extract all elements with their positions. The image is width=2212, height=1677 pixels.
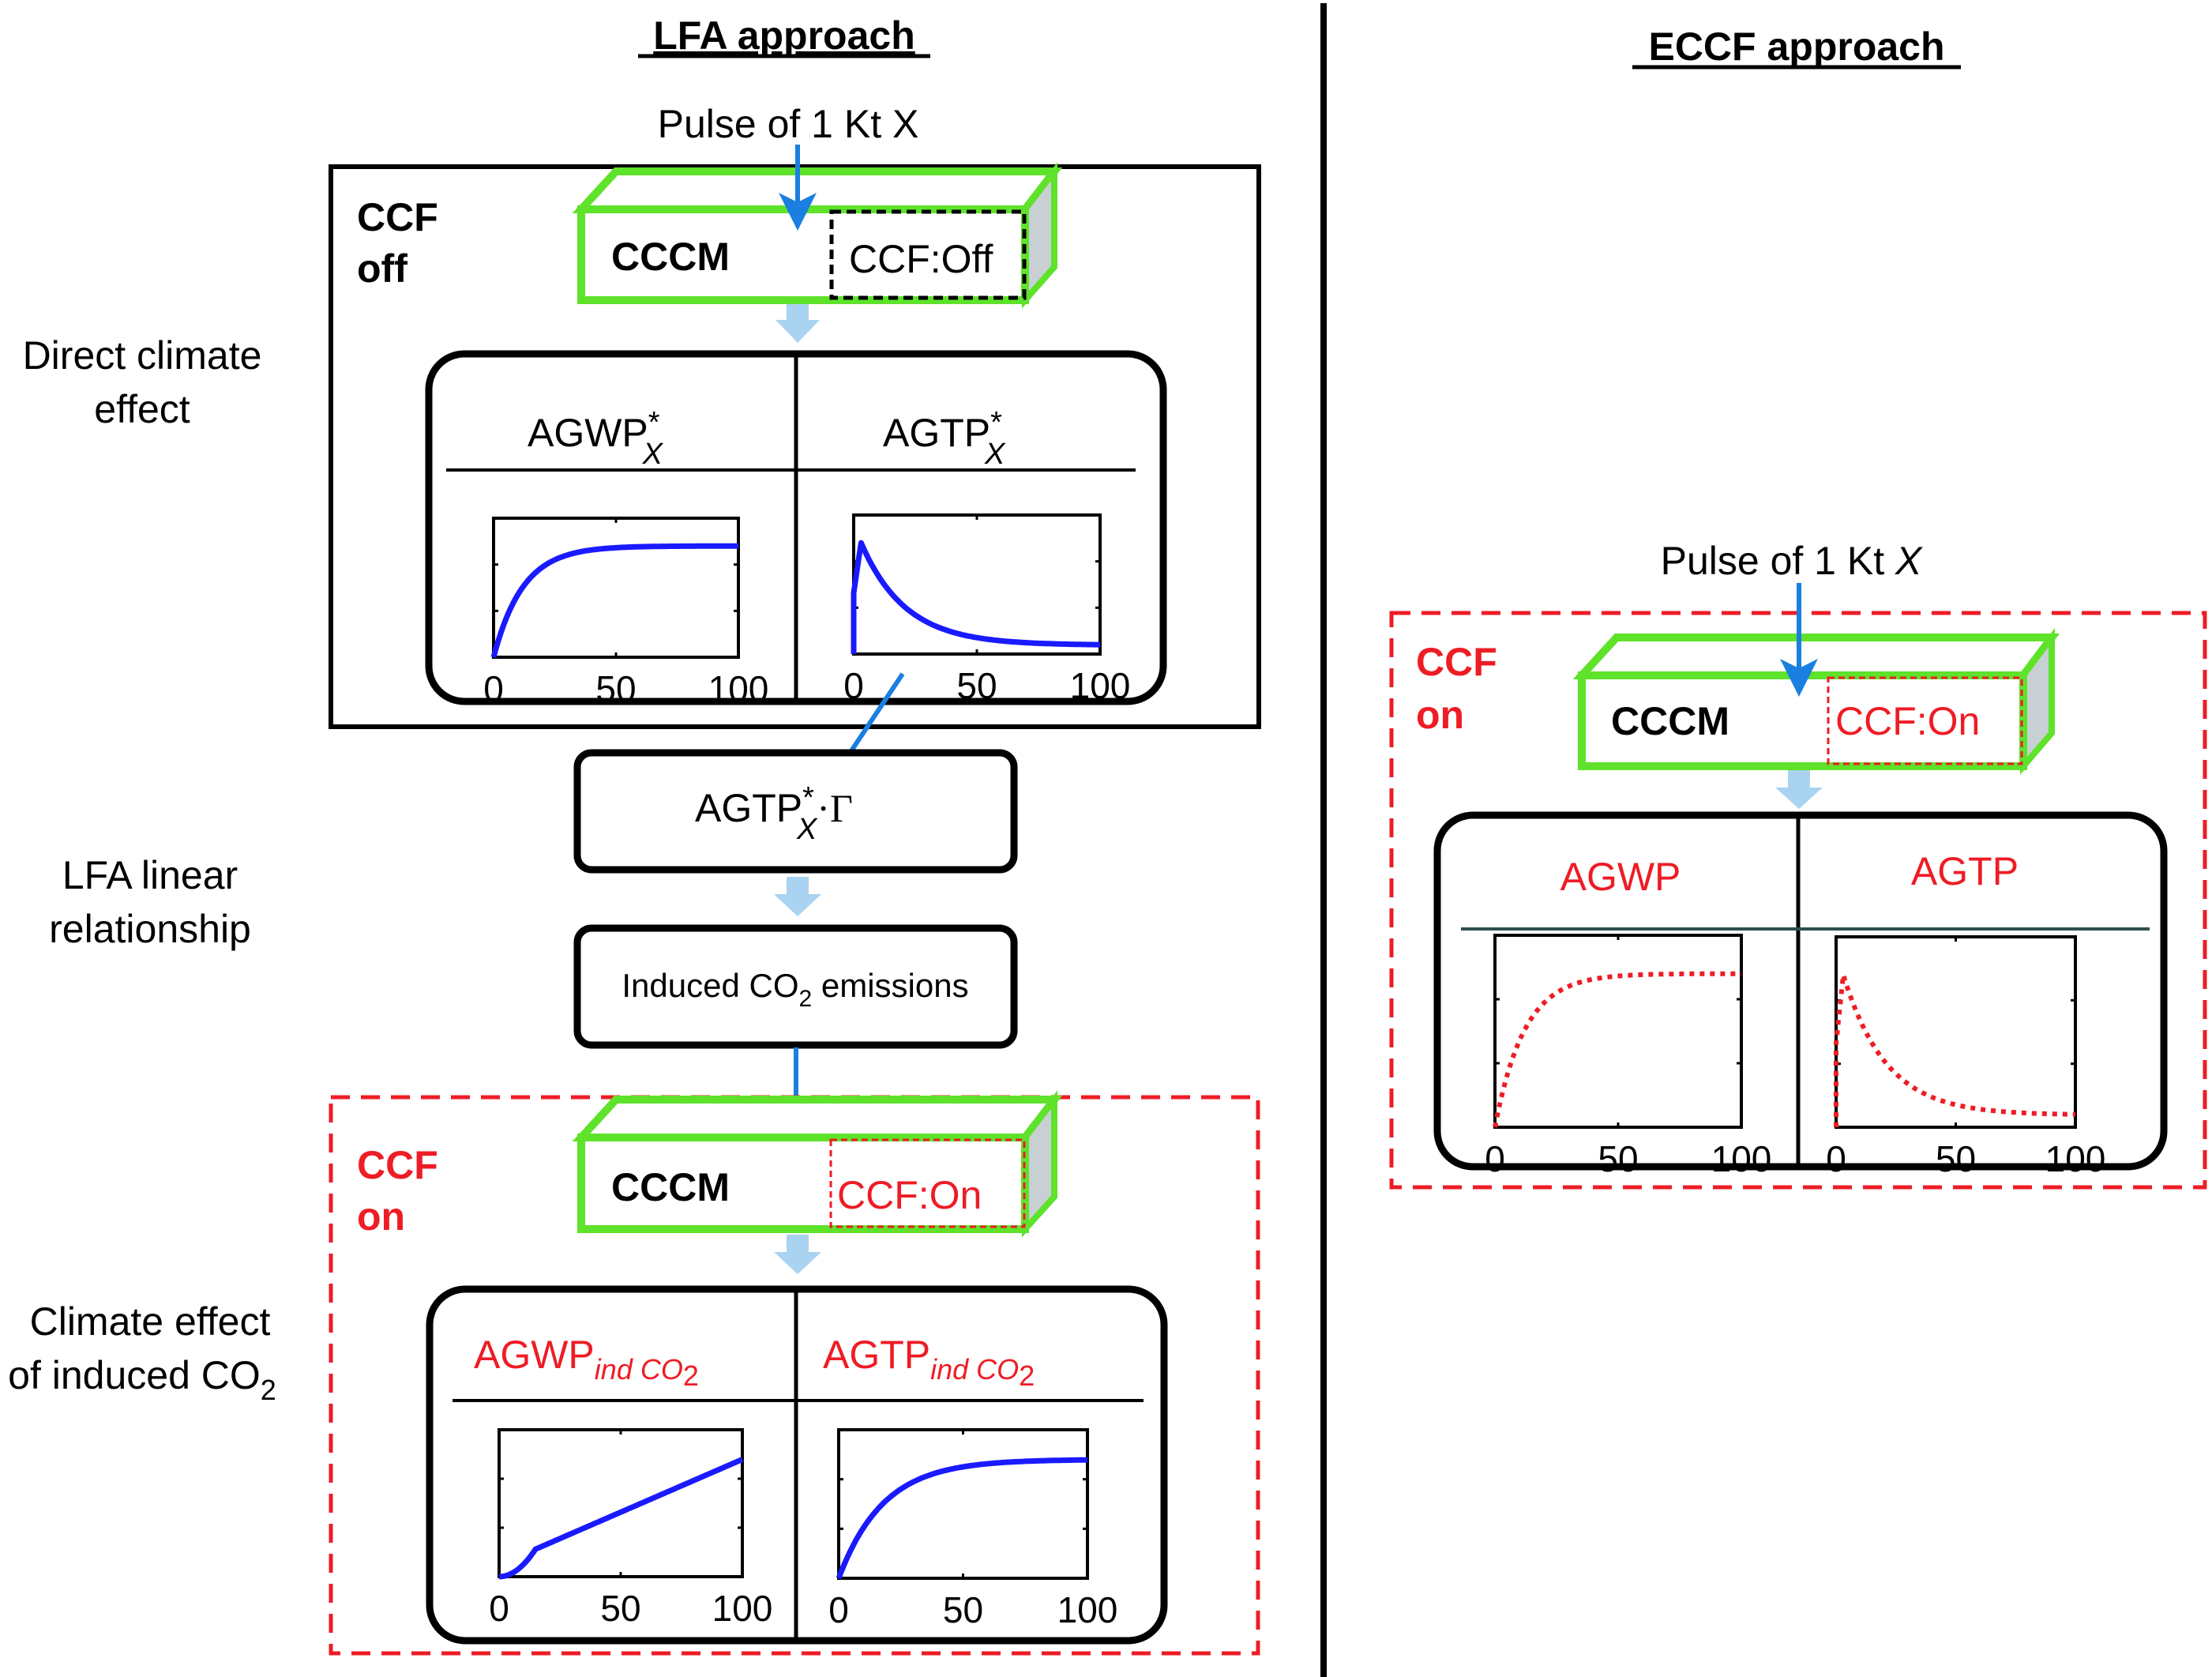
plot-frame	[498, 1428, 744, 1578]
induced-effect-chart-panel: AGWPind CO2 AGTPind CO2 0 50 100 0 50 100	[426, 1285, 1168, 1645]
direct-climate-effect-label-2: effect	[94, 387, 190, 431]
lfa-pulse-label: Pulse of 1 Kt X	[658, 102, 919, 146]
eccf-agtp-plot: 0 50 100	[1826, 935, 2106, 1179]
eccf-pulse-label: Pulse of 1 Kt X	[1661, 539, 1923, 583]
x-tick-label: 100	[1057, 1589, 1118, 1630]
cccm-label: CCCM	[1611, 699, 1729, 743]
ccf-off-state-label-2: off	[357, 246, 407, 291]
cccm-label: CCCM	[611, 235, 730, 279]
plot-frame	[837, 1428, 1089, 1580]
x-tick-label: 0	[828, 1589, 849, 1630]
x-tick-label: 100	[712, 1588, 773, 1629]
lfa-linear-label: LFA linear	[62, 853, 238, 897]
x-tick-label: 50	[943, 1589, 983, 1630]
ccf-on-switch-label: CCF:On	[837, 1173, 982, 1217]
cccm-model-box-eccf: CCCM CCF:On	[1572, 628, 2060, 775]
ccf-off-switch-label: CCF:Off	[849, 237, 993, 281]
agtp-x-title: AGTP*X	[883, 406, 1006, 471]
ccf-on-state-label-2: on	[357, 1194, 405, 1239]
x-tick-label: 100	[708, 668, 769, 709]
x-tick-label: 0	[483, 668, 504, 709]
eccf-ccf-on-state-label-2: on	[1416, 693, 1464, 737]
series-line	[1493, 971, 1742, 1128]
direct-effect-chart-panel: AGWP*X AGTP*X 0 50 100 0 50 100	[425, 350, 1167, 709]
induced-co2-emissions-box: Induced CO2 emissions	[573, 924, 1018, 1049]
agtp-x-plot: 0 50 100	[843, 513, 1131, 706]
agwp-x-plot: 0 50 100	[483, 517, 769, 709]
agtp-gamma-label: AGTP*X·Γ	[695, 781, 853, 846]
x-tick-label: 100	[2045, 1138, 2106, 1179]
eccf-ccf-on-state-label: CCF	[1416, 640, 1497, 684]
induced-co2-label: Induced CO2 emissions	[622, 967, 968, 1012]
ccf-on-state-label: CCF	[357, 1143, 438, 1187]
x-tick-label: 50	[1936, 1138, 1976, 1179]
plot-frame	[492, 517, 740, 659]
cccm-label: CCCM	[611, 1165, 730, 1209]
flow-arrow-icon	[776, 304, 820, 343]
plot-frame	[1835, 935, 2077, 1129]
agtp-ind-co2-plot: 0 50 100	[828, 1428, 1118, 1630]
eccf-agtp-title: AGTP	[1911, 849, 2019, 893]
eccf-title: ECCF approach	[1648, 24, 1944, 69]
eccf-agwp-title: AGWP	[1560, 855, 1681, 899]
cccm-model-box-off: CCCM CCF:Off	[572, 162, 1063, 309]
agtp-ind-co2-title: AGTPind CO2	[823, 1333, 1035, 1392]
eccf-ccf-on-switch-label: CCF:On	[1835, 699, 1980, 743]
x-tick-label: 50	[956, 665, 997, 706]
x-tick-label: 0	[1826, 1138, 1846, 1179]
series-line	[851, 540, 1101, 654]
flow-arrow-icon	[774, 1235, 821, 1274]
series-line	[490, 543, 739, 658]
ccf-off-frame	[329, 164, 1261, 729]
agwp-ind-co2-plot: 0 50 100	[489, 1428, 773, 1629]
agtp-gamma-box: AGTP*X·Γ	[573, 749, 1018, 874]
series-line	[1834, 972, 2076, 1127]
x-tick-label: 100	[1070, 665, 1131, 706]
cccm-model-box-on-lfa: CCCM CCF:On	[572, 1090, 1063, 1238]
x-tick-label: 0	[1485, 1138, 1505, 1179]
x-tick-label: 0	[489, 1588, 509, 1629]
x-tick-label: 0	[843, 665, 864, 706]
ccf-off-state-label: CCF	[357, 195, 438, 239]
induced-climate-effect-label-2: of induced CO2	[8, 1353, 276, 1406]
x-tick-label: 50	[595, 668, 636, 709]
flow-arrow-icon	[1775, 770, 1823, 809]
eccf-chart-panel: AGWP AGTP 0 50 100 0 50 100	[1433, 811, 2168, 1179]
x-tick-label: 100	[1711, 1138, 1772, 1179]
direct-climate-effect-label: Direct climate	[23, 333, 262, 378]
lfa-title: LFA approach	[653, 13, 915, 58]
lfa-linear-label-2: relationship	[49, 907, 251, 951]
eccf-agwp-plot: 0 50 100	[1485, 934, 1772, 1179]
series-line	[498, 1457, 744, 1580]
agwp-x-title: AGWP*X	[528, 406, 664, 471]
x-tick-label: 50	[1598, 1138, 1638, 1179]
series-line	[836, 1457, 1088, 1580]
agwp-ind-co2-title: AGWPind CO2	[474, 1333, 699, 1392]
x-tick-label: 50	[600, 1588, 640, 1629]
induced-climate-effect-label: Climate effect	[30, 1299, 271, 1344]
plot-frame	[852, 513, 1102, 656]
plot-frame	[1493, 934, 1743, 1129]
flow-arrow-icon	[774, 877, 821, 916]
